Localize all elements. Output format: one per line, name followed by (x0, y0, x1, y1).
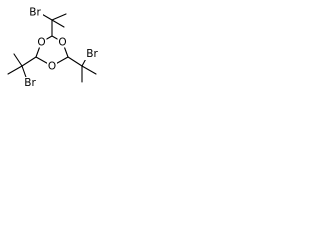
bromine-top: Br (29, 7, 41, 19)
chemical-structure: O O O Br Br Br (7, 6, 100, 89)
bond-c-left-methyl-up (13, 53, 23, 67)
atom-labels: O O O Br Br Br (22, 6, 100, 89)
bond-c5-c-left (21, 56, 37, 67)
bond-c-top-methyl-down (51, 19, 65, 28)
bond-c-top-methyl-right (51, 13, 67, 21)
oxygen-top-left: O (37, 37, 45, 49)
bromine-right: Br (86, 48, 98, 60)
oxygen-top-right: O (58, 37, 66, 49)
bond-c-right-methyl-right (81, 65, 97, 75)
bond-c3-c-right (67, 56, 83, 67)
top-substituent-bonds (39, 12, 67, 37)
oxygen-bottom: O (48, 61, 56, 73)
bond-c-left-methyl-left (7, 65, 23, 75)
bromine-left: Br (24, 77, 36, 89)
